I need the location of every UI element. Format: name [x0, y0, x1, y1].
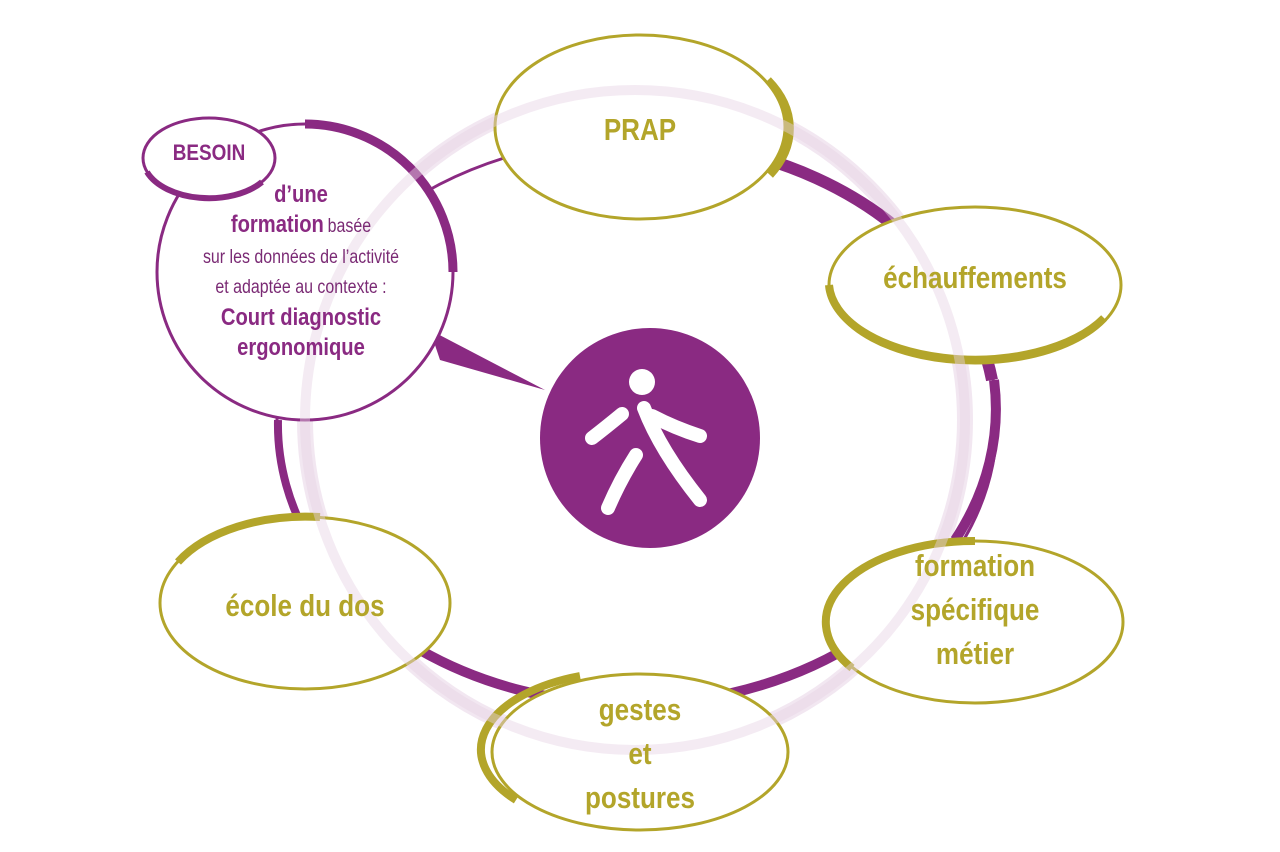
node-echauffements-label: échauffements [883, 260, 1067, 295]
speech-pointer [430, 330, 545, 390]
besoin-line-1: d’une [274, 181, 328, 208]
node-prap-label: PRAP [603, 112, 677, 147]
cycle-arc-right [950, 379, 1001, 543]
besoin-bubble-arc [304, 119, 458, 273]
node-gestes-line-1: gestes [598, 692, 682, 727]
node-prap-ring [493, 33, 787, 221]
node-gestes-arc [477, 672, 581, 804]
node-gestes-line-2: et [628, 736, 652, 771]
besoin-line-5: Court diagnostic [220, 304, 382, 331]
node-ecole-arc [175, 512, 321, 565]
besoin-line-3: sur les données de l’activité [202, 247, 400, 268]
node-ecole-label: école du dos [225, 588, 385, 623]
besoin-description: d’une formation basée sur les données de… [183, 180, 420, 363]
besoin-line-2-bold: formation [230, 211, 324, 238]
node-prap-arc [765, 77, 794, 178]
overlay-faint-ring [300, 85, 970, 755]
besoin-line-4: et adaptée au contexte : [215, 277, 387, 298]
node-gestes-ring [490, 672, 790, 832]
walking-person-icon [585, 369, 707, 515]
node-formation-line-1: formation [914, 548, 1036, 583]
node-formation-label: formation spécifique métier [878, 544, 1071, 676]
node-formation-arc [821, 536, 976, 672]
besoin-badge: BESOIN [172, 140, 246, 165]
node-echauffements-arc [825, 284, 1107, 364]
node-gestes-label: gestes et postures [539, 688, 741, 820]
node-formation-line-3: métier [935, 636, 1015, 671]
besoin-line-6: ergonomique [237, 334, 365, 361]
besoin-line-2-rest: basée [327, 216, 372, 237]
besoin-badge-arc [144, 170, 264, 202]
node-formation-line-2: spécifique [910, 592, 1040, 627]
node-gestes-line-3: postures [585, 780, 695, 815]
